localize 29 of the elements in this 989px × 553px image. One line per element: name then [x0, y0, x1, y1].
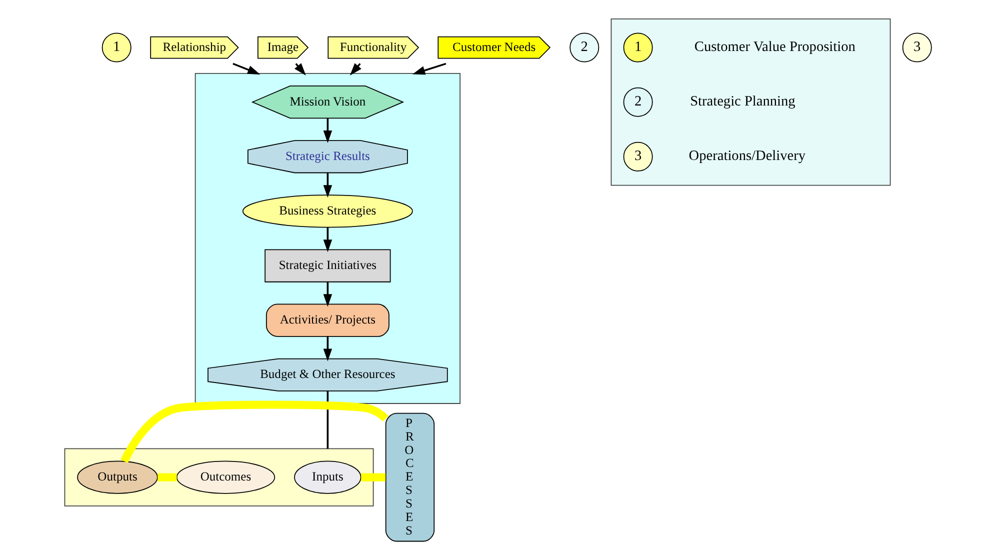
arrow — [323, 282, 332, 307]
node-circle: 2 — [570, 32, 600, 62]
node-ellipse: Inputs — [294, 460, 362, 494]
connector — [361, 473, 386, 482]
arrow — [323, 227, 332, 252]
node-circle: 1 — [623, 32, 653, 62]
cluster — [64, 448, 374, 506]
node-label: Strategic Planning — [690, 93, 796, 110]
node-circle: 2 — [623, 87, 653, 117]
node-label: Operations/Delivery — [688, 148, 806, 164]
node-ellipse: Business Strategies — [242, 194, 413, 228]
arrow — [323, 172, 332, 198]
node-circle: 3 — [623, 142, 653, 172]
arrow — [412, 62, 446, 75]
arrow — [232, 62, 260, 74]
cluster — [610, 18, 891, 186]
node-box: Strategic Initiatives — [264, 249, 391, 282]
node-ellipse: Outputs — [77, 460, 158, 494]
arrow — [323, 118, 332, 144]
node-box: PROCESSES — [385, 412, 435, 542]
node-circle: 1 — [102, 32, 132, 62]
node-ellipse: Outcomes — [176, 460, 276, 494]
connector — [326, 391, 329, 449]
connector — [158, 473, 177, 482]
cluster — [194, 73, 461, 404]
arrow — [323, 336, 332, 362]
node-label: Customer Value Proposition — [694, 38, 856, 55]
node-box: Activities/ Projects — [266, 304, 390, 337]
node-circle: 3 — [902, 32, 932, 62]
